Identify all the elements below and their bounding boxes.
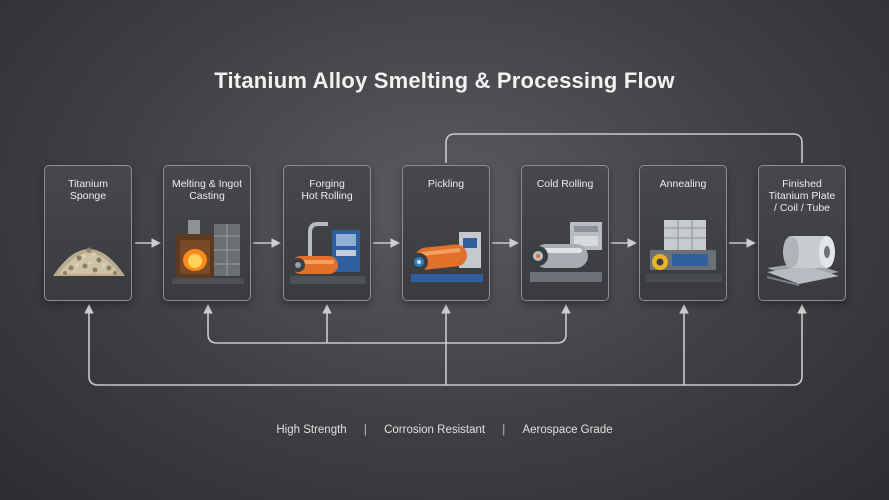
melting-furnace-icon (172, 220, 244, 284)
stage-label: Titanium Sponge (68, 178, 108, 202)
stage-label: Finished Titanium Plate / Coil / Tube (768, 178, 836, 214)
top-loop-pickling-to-finished (445, 133, 803, 163)
stage-cold-rolling: Cold Rolling (521, 165, 609, 301)
feature-separator: | (363, 424, 367, 436)
stage-label: Melting & Ingot Casting (171, 178, 243, 202)
page-title: Titanium Alloy Smelting & Processing Flo… (214, 68, 675, 93)
stage-pickling: Pickling (402, 165, 490, 301)
feature-list: High Strength | Corrosion Resistant | Ae… (0, 424, 889, 436)
stage-finished-product: Finished Titanium Plate / Coil / Tube (758, 165, 846, 301)
titanium-coil-plate-icon (767, 236, 839, 286)
cold-rolling-mill-icon (528, 222, 602, 282)
stage-label: Pickling (427, 178, 465, 190)
feature-aerospace-grade: Aerospace Grade (522, 424, 613, 436)
stage-forging-hot-rolling: Forging Hot Rolling (283, 165, 371, 301)
feature-corrosion-resistant: Corrosion Resistant (384, 424, 486, 436)
feature-separator: | (502, 424, 506, 436)
stage-melting-ingot-casting: Melting & Ingot Casting (163, 165, 251, 301)
stage-label: Annealing (659, 178, 707, 190)
stage-annealing: Annealing (639, 165, 727, 301)
stage-label: Forging Hot Rolling (301, 178, 353, 202)
feature-high-strength: High Strength (276, 424, 347, 436)
inner-return-loop (207, 312, 567, 344)
annealing-furnace-icon (646, 220, 722, 282)
pickling-tank-icon (410, 232, 483, 282)
stage-titanium-sponge: Titanium Sponge (44, 165, 132, 301)
titanium-sponge-pile-icon (53, 247, 125, 276)
hot-rolling-mill-icon (290, 222, 366, 284)
stage-label: Cold Rolling (536, 178, 594, 190)
